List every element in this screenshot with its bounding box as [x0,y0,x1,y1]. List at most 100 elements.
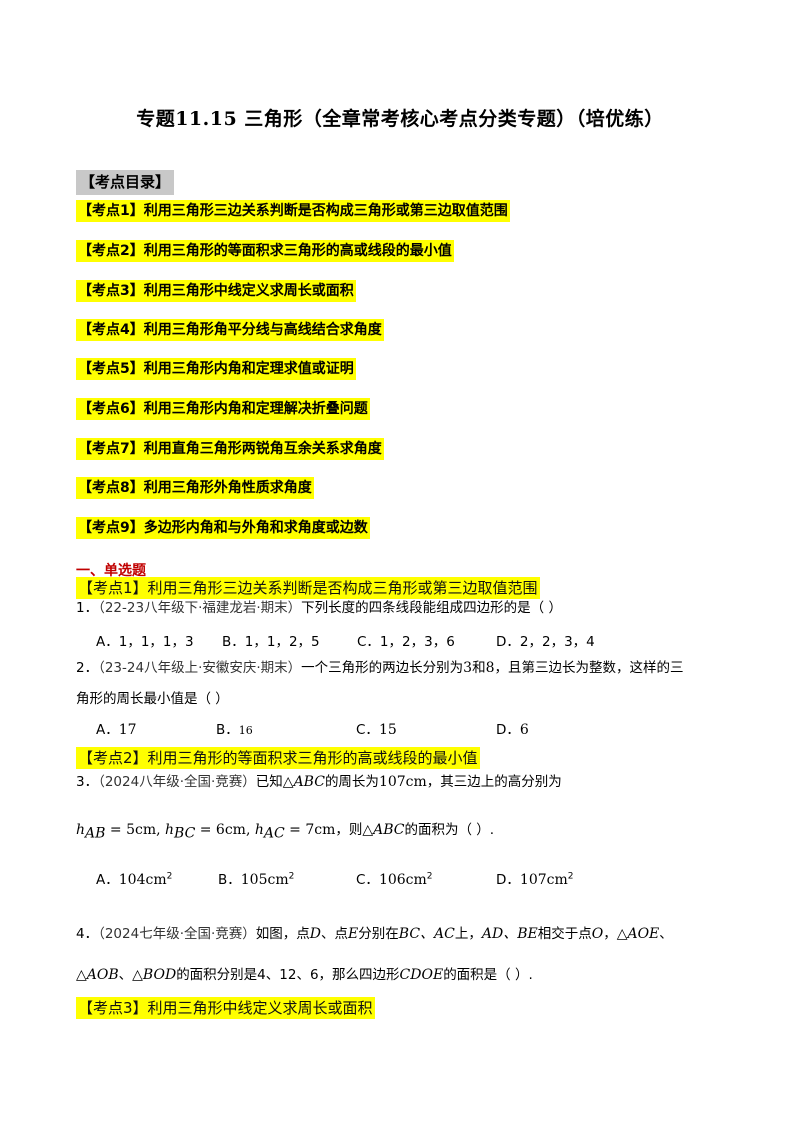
point-d: D [309,926,322,942]
height-subscript: BC [174,825,196,842]
toc-item-3: 【考点3】利用三角形中线定义求周长或面积 [76,280,356,302]
option-exponent: 2 [288,871,295,882]
option-exponent: 2 [426,871,433,882]
question-4: 4．（2024七年级·全国·竞赛）如图，点D、点E分别在BC、AC上，AD、BE… [76,924,673,944]
option-label: C． [356,872,379,888]
option-label: B． [218,872,241,888]
side-a: 3 [463,660,473,676]
page-title: 专题11.15 三角形（全章常考核心考点分类专题）（培优练） [136,108,664,130]
option-label: D． [496,872,520,888]
category-heading-2: 【考点2】利用三角形的等面积求三角形的高或线段的最小值 [76,747,480,769]
question-number: 2． [76,660,99,676]
option-value: 107cm [519,872,568,888]
triangle-bod: △BOD [132,967,177,983]
question-text: 、 [659,926,673,942]
question-text: 、 [118,967,133,983]
toc-item-8: 【考点8】利用三角形外角性质求角度 [76,477,314,499]
q1-option-c: C．1，2，3，6 [357,634,455,650]
toc-item-7: 【考点7】利用直角三角形两锐角互余关系求角度 [76,438,384,460]
option-label: B． [216,722,239,738]
quadrilateral-cdoe: CDOE [399,967,444,983]
question-source: （2024八年级·全国·竞赛） [98,774,256,790]
q2-option-d: D．6 [496,718,529,738]
option-value: 6 [519,722,529,738]
option-value: 105cm [240,872,289,888]
question-text: 分别在 [358,926,399,942]
question-3: 3．（2024八年级·全国·竞赛）已知△ABC的周长为107cm，其三边上的高分… [76,772,562,792]
question-2-cont: 角形的周长最小值是（ ） [76,691,229,707]
segments-ad-be: AD、BE [481,926,538,942]
category-heading-1: 【考点1】利用三角形三边关系判断是否构成三角形或第三边取值范围 [76,577,540,599]
q2-option-c: C．15 [356,718,397,738]
height-symbol: h [165,822,175,838]
question-text: 如图，点 [255,926,310,942]
toc-heading: 【考点目录】 [76,170,175,195]
question-source: （22-23八年级下·福建龙岩·期末） [98,600,302,616]
toc-item-9: 【考点9】多边形内角和与外角和求角度或边数 [76,517,370,539]
question-number: 3． [76,774,99,790]
question-text: 、点 [321,926,349,942]
toc-item-2: 【考点2】利用三角形的等面积求三角形的高或线段的最小值 [76,240,454,262]
height-symbol: h [76,822,86,838]
q2-option-b: B．16 [216,718,253,738]
question-text: 的周长为 [324,774,379,790]
q3-option-c: C．106cm2 [356,868,433,889]
question-number: 1． [76,600,99,616]
height-subscript: AC [263,825,285,842]
option-exponent: 2 [567,871,574,882]
height-symbol: h [254,822,264,838]
option-label: A． [96,872,119,888]
question-text: 的面积是（ ）. [443,967,533,983]
question-text: 的面积为（ ）. [404,822,495,838]
option-value: 104cm [118,872,167,888]
question-text: ，则 [335,822,363,838]
option-value: 16 [238,724,253,737]
question-text: 下列长度的四条线段能组成四边形的是（ ） [301,600,562,616]
height-value: = 5cm, [105,822,165,838]
section-heading: 一、单选题 [76,563,146,579]
option-value: 15 [378,722,397,738]
toc-item-1: 【考点1】利用三角形三边关系判断是否构成三角形或第三边取值范围 [76,200,510,222]
segments-bc-ac: BC、AC [398,926,455,942]
height-value: = 6cm, [195,822,255,838]
triangle-aob: △AOB [76,967,119,983]
option-label: C． [356,722,379,738]
q1-option-a: A．1，1，1，3 [96,634,194,650]
question-text: 上， [454,926,482,942]
q3-option-d: D．107cm2 [496,868,574,889]
question-2: 2．（23-24八年级上·安徽安庆·期末）一个三角形的两边长分别为3和8，且第三… [76,658,684,678]
toc-item-6: 【考点6】利用三角形内角和定理解决折叠问题 [76,398,370,420]
height-subscript: AB [85,825,106,842]
question-text: 相交于点 [537,926,592,942]
category-heading-3: 【考点3】利用三角形中线定义求周长或面积 [76,997,375,1019]
question-text: ， [603,926,617,942]
question-source: （23-24八年级上·安徽安庆·期末） [98,660,302,676]
height-value: = 7cm [284,822,336,838]
question-3-heights: hAB = 5cm, hBC = 6cm, hAC = 7cm，则△ABC的面积… [76,820,494,844]
question-4-cont: △AOB、△BOD的面积分别是4、12、6，那么四边形CDOE的面积是（ ）. [76,965,533,985]
triangle-aoe: △AOE [616,926,660,942]
toc-item-5: 【考点5】利用三角形内角和定理求值或证明 [76,358,356,380]
q2-option-a: A．17 [96,718,137,738]
q3-option-b: B．105cm2 [218,868,295,889]
q3-option-a: A．104cm2 [96,868,173,889]
question-text: 的面积分别是4、12、6，那么四边形 [176,967,400,983]
triangle-abc: △ABC [362,822,405,838]
question-number: 4． [76,926,99,942]
q1-option-d: D．2，2，3，4 [496,634,595,650]
side-b: 8 [485,660,495,676]
question-source: （2024七年级·全国·竞赛） [98,926,256,942]
question-1: 1．（22-23八年级下·福建龙岩·期末）下列长度的四条线段能组成四边形的是（ … [76,598,562,618]
option-exponent: 2 [166,871,173,882]
point-e: E [348,926,359,942]
q1-option-b: B．1，1，2，5 [222,634,320,650]
option-value: 17 [118,722,137,738]
toc-item-4: 【考点4】利用三角形角平分线与高线结合求角度 [76,319,384,341]
triangle-abc: △ABC [282,774,325,790]
option-label: D． [496,722,520,738]
question-text: 一个三角形的两边长分别为 [301,660,464,676]
question-text: ，其三边上的高分别为 [426,774,562,790]
point-o: O [591,926,604,942]
option-label: A． [96,722,119,738]
perimeter-value: 107cm [378,774,427,790]
